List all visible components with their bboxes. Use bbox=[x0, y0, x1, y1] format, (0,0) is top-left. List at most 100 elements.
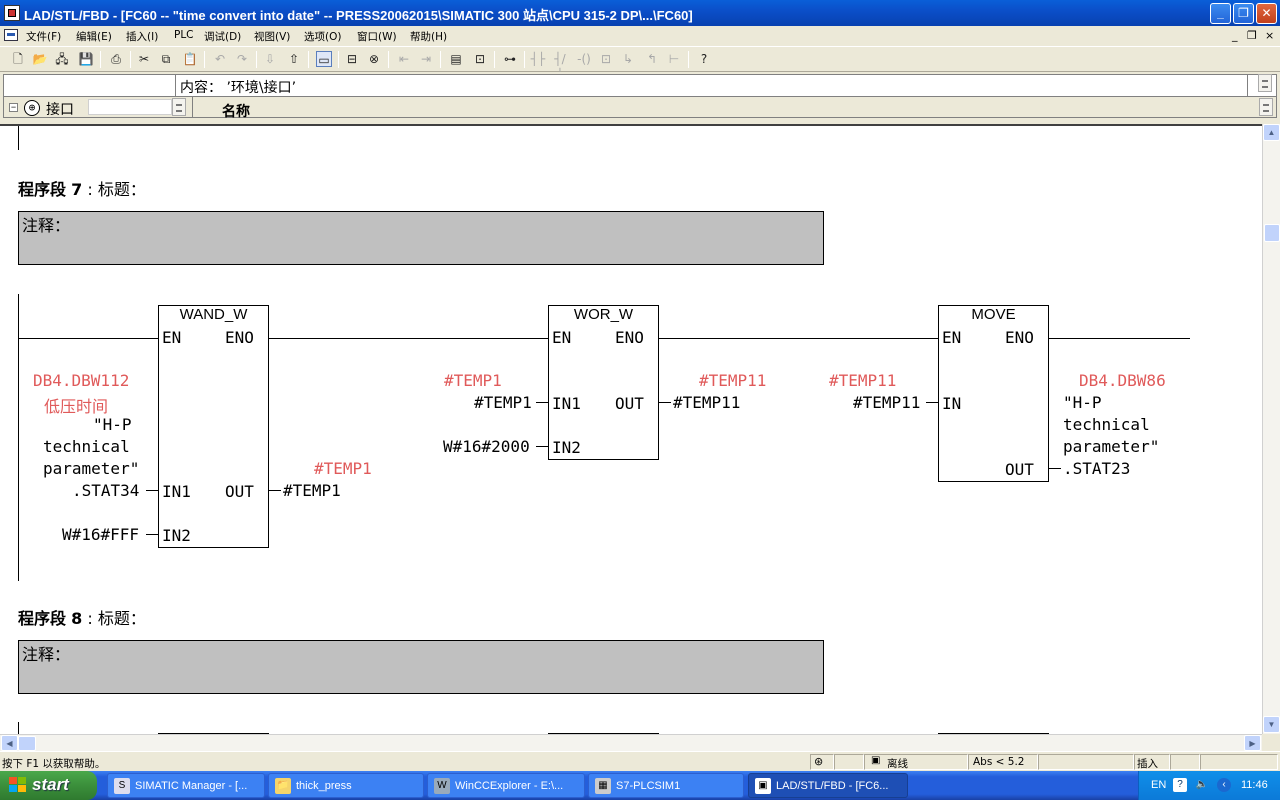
wor-w-box[interactable]: WOR_W EN ENO IN1 OUT IN2 bbox=[548, 305, 659, 460]
menu-edit[interactable]: 编辑(E) bbox=[76, 31, 112, 43]
horizontal-scrollbar[interactable]: ◀ ▶ bbox=[0, 734, 1262, 751]
move-in-value[interactable]: #TEMP11 bbox=[853, 393, 921, 412]
wand-in2-value[interactable]: W#16#FFF bbox=[62, 525, 140, 544]
empty-box-icon[interactable]: ⊡ bbox=[600, 52, 612, 66]
save-icon[interactable]: 💾 bbox=[78, 52, 94, 66]
help-tray-icon[interactable]: ? bbox=[1173, 778, 1187, 792]
zoom-icon[interactable]: ⊡ bbox=[474, 52, 486, 66]
open-icon[interactable]: 📂 bbox=[32, 52, 48, 66]
name-column-header[interactable]: 名称 bbox=[222, 104, 250, 118]
interface-tree-item[interactable]: 接口 bbox=[46, 102, 74, 118]
menu-insert[interactable]: 插入(I) bbox=[126, 31, 159, 43]
volume-icon[interactable]: 🔈 bbox=[1195, 779, 1209, 790]
menu-options[interactable]: 选项(O) bbox=[304, 31, 342, 43]
network-7-comment[interactable]: 注释： bbox=[18, 211, 824, 265]
wor-in1-address[interactable]: #TEMP1 bbox=[444, 371, 502, 390]
window-title-bar[interactable]: LAD/STL/FBD - [FC60 -- "time convert int… bbox=[0, 0, 1280, 26]
wand-in1-address[interactable]: DB4.DBW112 bbox=[33, 371, 130, 390]
wor-in1-value[interactable]: #TEMP1 bbox=[474, 393, 532, 412]
accessible-nodes-icon[interactable]: 🖧 bbox=[55, 52, 69, 66]
wand-in1-symbol-line3[interactable]: parameter" bbox=[43, 459, 140, 478]
move-out-symbol-line3[interactable]: parameter" bbox=[1063, 437, 1160, 456]
wand-in1-symbol-line1[interactable]: "H-P bbox=[93, 415, 132, 434]
mdi-close-button[interactable]: × bbox=[1265, 29, 1275, 42]
move-out-address[interactable]: DB4.DBW86 bbox=[1079, 371, 1166, 390]
network-8-comment[interactable]: 注释： bbox=[18, 640, 824, 694]
upload-icon[interactable]: ⇧ bbox=[288, 52, 300, 66]
undo-icon[interactable]: ↶ bbox=[214, 52, 226, 66]
mdi-minimize-button[interactable]: _ bbox=[1232, 29, 1238, 42]
interface-tree-area[interactable] bbox=[88, 99, 172, 115]
tree-collapse-toggle[interactable]: − bbox=[9, 102, 18, 112]
task-simatic-manager[interactable]: S SIMATIC Manager - [... bbox=[107, 773, 265, 798]
wand-out-value[interactable]: #TEMP1 bbox=[283, 481, 341, 500]
start-button[interactable]: start bbox=[0, 771, 97, 800]
network-icon[interactable]: ⊟ bbox=[346, 52, 358, 66]
connection-icon[interactable]: ⊢ bbox=[668, 52, 680, 66]
language-indicator[interactable]: EN bbox=[1151, 779, 1167, 791]
move-out-symbol-line2[interactable]: technical bbox=[1063, 415, 1150, 434]
monitor-icon[interactable]: ⊗ bbox=[368, 52, 380, 66]
tree-scroll-spinner[interactable] bbox=[172, 98, 186, 116]
detail-view-icon[interactable]: ▤ bbox=[450, 52, 462, 66]
minimize-button[interactable]: _ bbox=[1210, 3, 1231, 24]
wor-out-value[interactable]: #TEMP11 bbox=[673, 393, 741, 412]
move-out-symbol-line4[interactable]: .STAT23 bbox=[1063, 459, 1131, 478]
move-in-address[interactable]: #TEMP11 bbox=[829, 371, 897, 390]
wor-in2-value[interactable]: W#16#2000 bbox=[443, 437, 530, 456]
network-7-title[interactable]: 程序段 7 : 标题： bbox=[18, 176, 146, 200]
menu-window[interactable]: 窗口(W) bbox=[357, 31, 397, 43]
horizontal-scroll-thumb[interactable] bbox=[18, 736, 36, 751]
app-icon[interactable] bbox=[4, 5, 20, 21]
wand-w-box[interactable]: WAND_W EN ENO IN1 OUT IN2 bbox=[158, 305, 269, 548]
menu-file[interactable]: 文件(F) bbox=[26, 31, 62, 43]
scroll-left-icon[interactable]: ◀ bbox=[1, 735, 18, 751]
scroll-up-icon[interactable]: ▲ bbox=[1263, 124, 1280, 141]
paste-icon[interactable]: 📋 bbox=[182, 52, 198, 66]
help-icon[interactable]: ?↖ bbox=[699, 52, 709, 82]
copy-icon[interactable]: ⧉ bbox=[161, 52, 171, 66]
vertical-scrollbar[interactable]: ▲ ▼ bbox=[1262, 124, 1280, 734]
wand-in1-symbol-line4[interactable]: .STAT34 bbox=[72, 481, 140, 500]
print-icon[interactable]: ⎙ bbox=[111, 52, 121, 66]
coil-icon[interactable]: -() bbox=[577, 52, 591, 66]
task-thick-press[interactable]: 📁 thick_press bbox=[268, 773, 424, 798]
wand-out-address[interactable]: #TEMP1 bbox=[314, 459, 372, 478]
scroll-down-icon[interactable]: ▼ bbox=[1263, 716, 1280, 733]
ladder-mode-icon[interactable]: ⊶ bbox=[504, 52, 516, 66]
content-scroll-spinner[interactable] bbox=[1258, 74, 1272, 92]
restore-button[interactable]: ❐ bbox=[1233, 3, 1254, 24]
move-out-symbol-line1[interactable]: "H-P bbox=[1063, 393, 1102, 412]
menu-plc[interactable]: PLC bbox=[174, 29, 194, 41]
no-contact-icon[interactable]: ┤├ bbox=[530, 52, 546, 66]
wand-in1-symbol-line2[interactable]: technical bbox=[43, 437, 130, 456]
menu-debug[interactable]: 调试(D) bbox=[204, 31, 242, 43]
task-lad-stl-fbd[interactable]: ▣ LAD/STL/FBD - [FC6... bbox=[748, 773, 908, 798]
task-s7-plcsim[interactable]: ▦ S7-PLCSIM1 bbox=[588, 773, 744, 798]
move-box[interactable]: MOVE EN ENO IN OUT bbox=[938, 305, 1049, 482]
ladder-editor[interactable]: 程序段 7 : 标题： 注释： WAND_W EN ENO IN1 OUT IN… bbox=[0, 124, 1262, 734]
network-8-title[interactable]: 程序段 8 : 标题： bbox=[18, 605, 146, 629]
close-button[interactable]: ✕ bbox=[1256, 3, 1277, 24]
prev-network-icon[interactable]: ⇤ bbox=[398, 52, 410, 66]
new-icon[interactable]: 🗋 bbox=[13, 52, 23, 66]
nc-contact-icon[interactable]: ┤/├ bbox=[554, 52, 566, 82]
document-icon[interactable] bbox=[4, 29, 18, 41]
show-hidden-icons-icon[interactable]: ‹ bbox=[1217, 778, 1231, 792]
mdi-restore-button[interactable]: ❐ bbox=[1247, 29, 1257, 42]
redo-icon[interactable]: ↷ bbox=[236, 52, 248, 66]
open-branch-icon[interactable]: ↳ bbox=[622, 52, 634, 66]
close-branch-icon[interactable]: ↰ bbox=[646, 52, 658, 66]
wor-out-address[interactable]: #TEMP11 bbox=[699, 371, 767, 390]
next-network-icon[interactable]: ⇥ bbox=[420, 52, 432, 66]
download-icon[interactable]: ⇩ bbox=[264, 52, 276, 66]
clock[interactable]: 11:46 bbox=[1241, 779, 1268, 791]
table-scroll-spinner[interactable] bbox=[1259, 98, 1273, 116]
scroll-right-icon[interactable]: ▶ bbox=[1244, 735, 1261, 751]
menu-help[interactable]: 帮助(H) bbox=[410, 31, 448, 43]
vertical-scroll-thumb[interactable] bbox=[1264, 224, 1280, 242]
menu-view[interactable]: 视图(V) bbox=[254, 31, 291, 43]
cut-icon[interactable]: ✂ bbox=[138, 52, 150, 66]
overview-icon[interactable]: ▭ bbox=[316, 51, 332, 67]
task-wincc-explorer[interactable]: W WinCCExplorer - E:\... bbox=[427, 773, 585, 798]
